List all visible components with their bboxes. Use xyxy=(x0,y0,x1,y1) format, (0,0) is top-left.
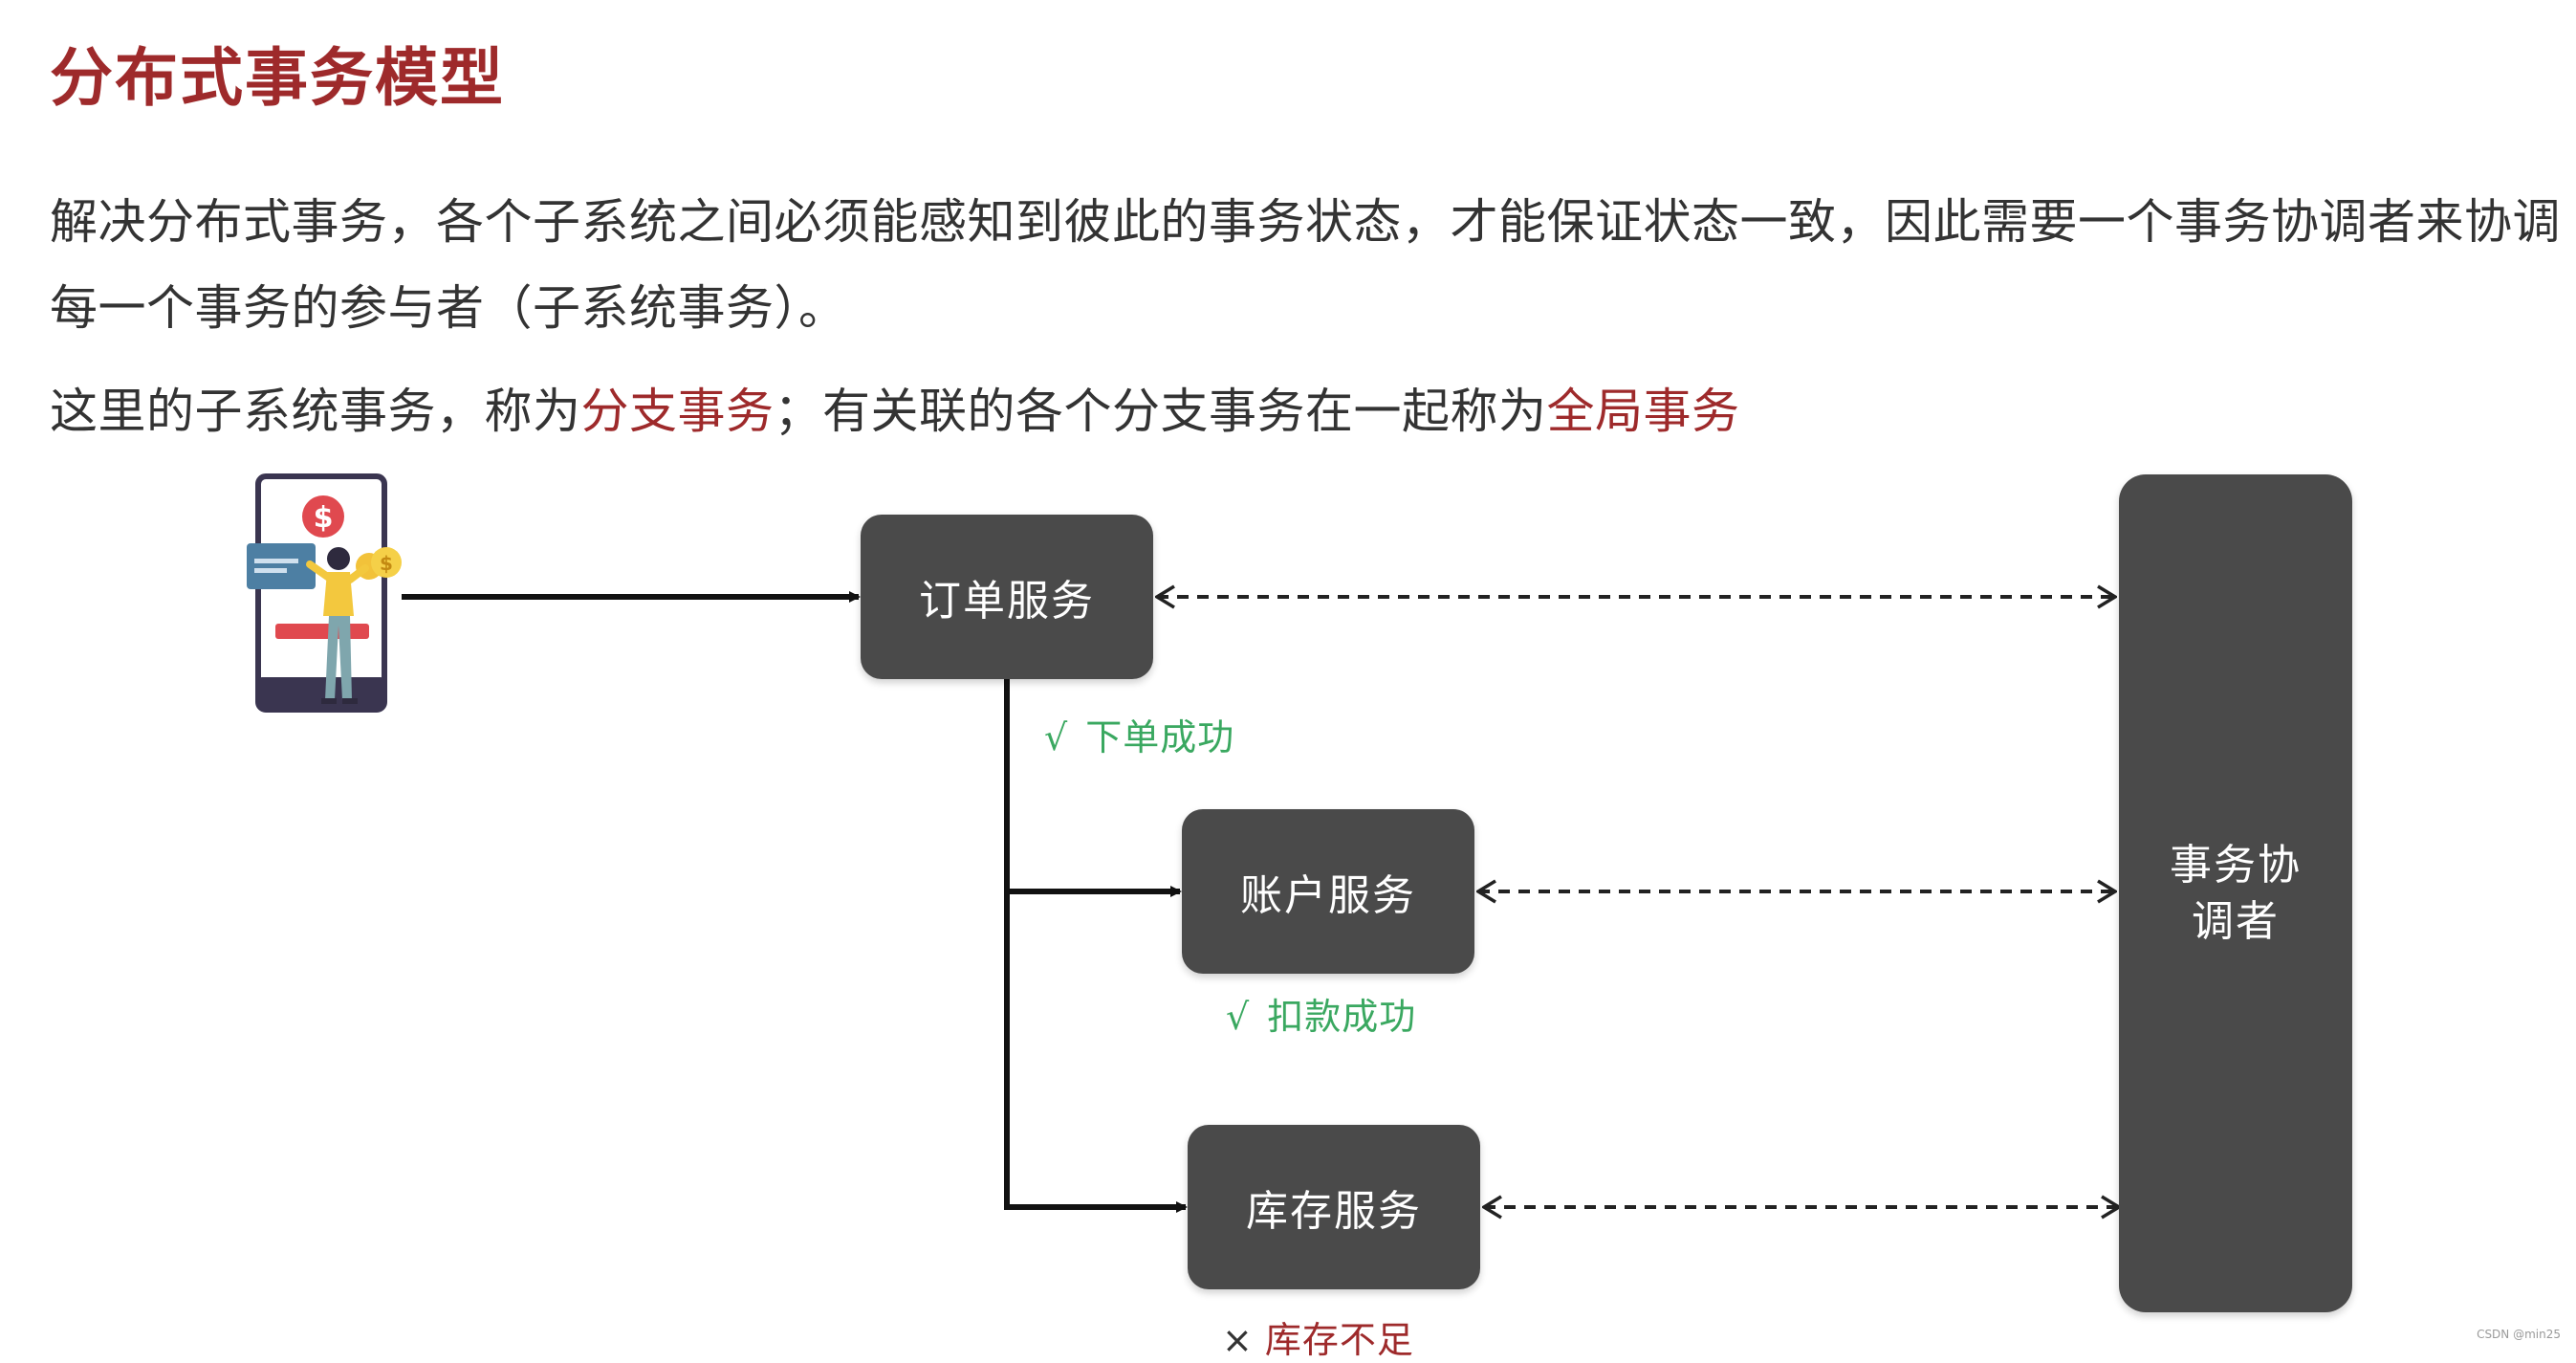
coordinator-label-line-2: 调者 xyxy=(2192,897,2280,946)
stock-service-box: 库存服务 xyxy=(1188,1125,1480,1289)
svg-text:$: $ xyxy=(314,501,334,535)
highlight-global-transaction: 全局事务 xyxy=(1546,384,1740,439)
account-service-box: 账户服务 xyxy=(1182,809,1474,974)
transaction-coordinator-box: 事务协 调者 xyxy=(2119,474,2352,1312)
description-line-3: 这里的子系统事务，称为分支事务；有关联的各个分支事务在一起称为全局事务 xyxy=(50,373,1740,442)
order-status: √ 下单成功 xyxy=(1044,708,1234,760)
coordinator-label-line-1: 事务协 xyxy=(2170,840,2302,890)
description-line-2: 每一个事务的参与者（子系统事务）。 xyxy=(50,280,847,336)
description-line-1: 解决分布式事务，各个子系统之间必须能感知到彼此的事务状态，才能保证状态一致，因此… xyxy=(50,194,2561,250)
mobile-payment-user-icon: $ $ xyxy=(247,473,402,713)
order-service-box: 订单服务 xyxy=(861,515,1153,679)
stock-status-text: 库存不足 xyxy=(1264,1319,1414,1361)
check-icon: √ xyxy=(1226,996,1251,1038)
highlight-branch-transaction: 分支事务 xyxy=(580,384,775,439)
svg-text:$: $ xyxy=(380,552,393,575)
page-title: 分布式事务模型 xyxy=(50,41,505,115)
order-status-text: 下单成功 xyxy=(1085,716,1235,758)
cross-icon: × xyxy=(1222,1319,1254,1361)
account-status: √ 扣款成功 xyxy=(1226,987,1416,1040)
line3-middle: ；有关联的各个分支事务在一起称为 xyxy=(774,384,1547,439)
check-icon: √ xyxy=(1044,716,1069,758)
watermark: CSDN @min25 xyxy=(2477,1328,2561,1341)
line3-prefix: 这里的子系统事务，称为 xyxy=(50,384,581,439)
stock-status: ×库存不足 xyxy=(1222,1310,1414,1363)
account-status-text: 扣款成功 xyxy=(1267,996,1417,1038)
